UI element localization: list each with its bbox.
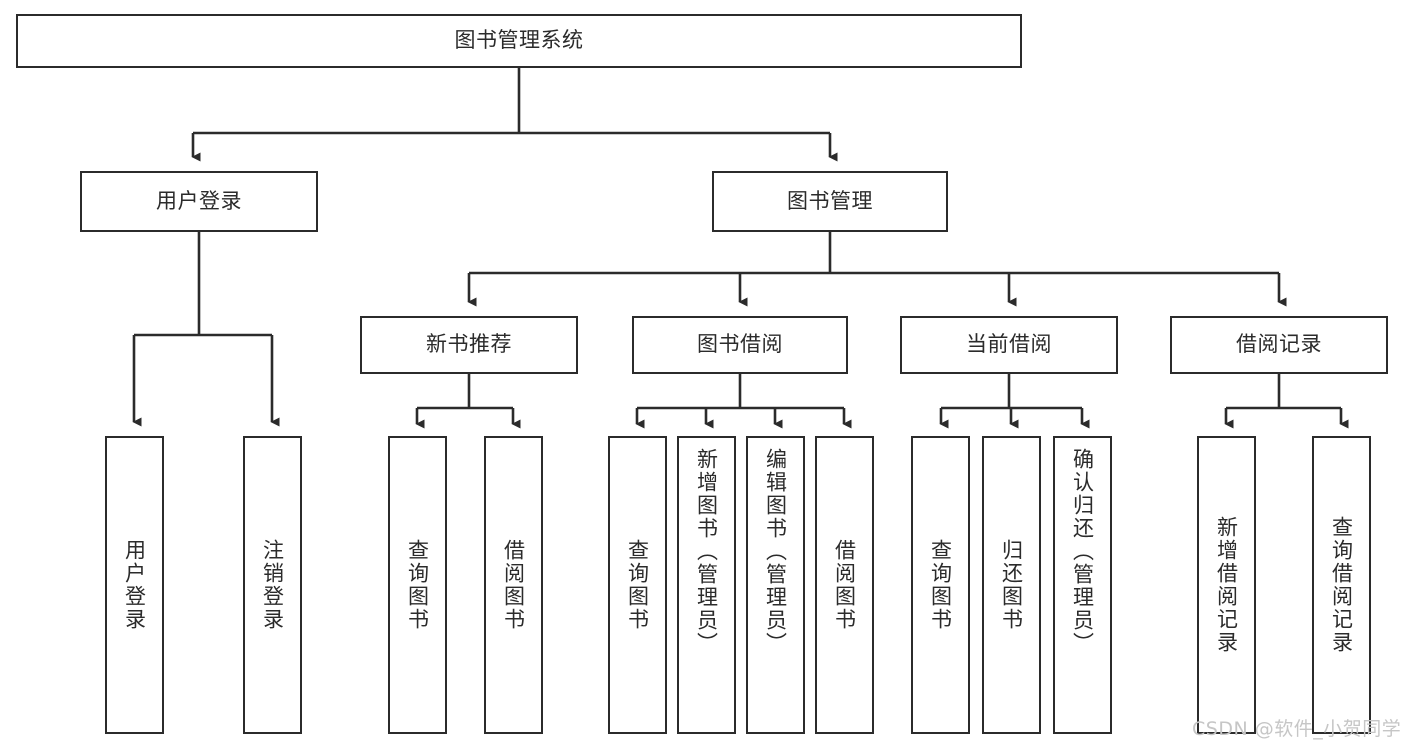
node-leaf-query-record[interactable]: 查询借阅记录 (1312, 436, 1371, 734)
node-leaf-query-book-2[interactable]: 查询图书 (608, 436, 667, 734)
node-root[interactable]: 图书管理系统 (16, 14, 1022, 68)
node-leaf-borrow-book-2-label: 借阅图书 (832, 539, 857, 631)
node-current-borrow-label: 当前借阅 (966, 332, 1052, 357)
node-leaf-query-book-1[interactable]: 查询图书 (388, 436, 447, 734)
node-leaf-user-login-label: 用户登录 (122, 539, 147, 631)
node-book-manage[interactable]: 图书管理 (712, 171, 948, 232)
node-leaf-return-book[interactable]: 归还图书 (982, 436, 1041, 734)
node-book-manage-label: 图书管理 (787, 188, 873, 213)
node-borrow-record[interactable]: 借阅记录 (1170, 316, 1388, 374)
node-leaf-logout[interactable]: 注销登录 (243, 436, 302, 734)
node-leaf-confirm-return[interactable]: 确认归还（管理员） (1053, 436, 1112, 734)
node-user-login-label: 用户登录 (156, 188, 242, 213)
node-leaf-query-book-3[interactable]: 查询图书 (911, 436, 970, 734)
node-leaf-add-record-label: 新增借阅记录 (1214, 516, 1239, 654)
node-leaf-edit-book-label: 编辑图书（管理员） (763, 448, 788, 655)
node-leaf-confirm-return-label: 确认归还（管理员） (1070, 448, 1095, 655)
node-current-borrow[interactable]: 当前借阅 (900, 316, 1118, 374)
node-leaf-return-book-label: 归还图书 (999, 539, 1024, 631)
node-root-label: 图书管理系统 (454, 28, 584, 53)
node-leaf-query-record-label: 查询借阅记录 (1329, 516, 1354, 654)
node-leaf-borrow-book-1-label: 借阅图书 (501, 539, 526, 631)
node-new-book-rec[interactable]: 新书推荐 (360, 316, 578, 374)
node-leaf-edit-book[interactable]: 编辑图书（管理员） (746, 436, 805, 734)
node-borrow-record-label: 借阅记录 (1236, 332, 1322, 357)
node-new-book-rec-label: 新书推荐 (426, 332, 512, 357)
node-leaf-query-book-1-label: 查询图书 (405, 539, 430, 631)
node-leaf-user-login[interactable]: 用户登录 (105, 436, 164, 734)
node-leaf-query-book-2-label: 查询图书 (625, 539, 650, 631)
node-leaf-query-book-3-label: 查询图书 (928, 539, 953, 631)
node-book-borrow-label: 图书借阅 (697, 332, 783, 357)
node-leaf-add-book[interactable]: 新增图书（管理员） (677, 436, 736, 734)
node-leaf-borrow-book-1[interactable]: 借阅图书 (484, 436, 543, 734)
node-book-borrow[interactable]: 图书借阅 (632, 316, 848, 374)
node-leaf-logout-label: 注销登录 (260, 539, 285, 631)
node-user-login[interactable]: 用户登录 (80, 171, 318, 232)
node-leaf-borrow-book-2[interactable]: 借阅图书 (815, 436, 874, 734)
node-leaf-add-book-label: 新增图书（管理员） (694, 448, 719, 655)
node-leaf-add-record[interactable]: 新增借阅记录 (1197, 436, 1256, 734)
